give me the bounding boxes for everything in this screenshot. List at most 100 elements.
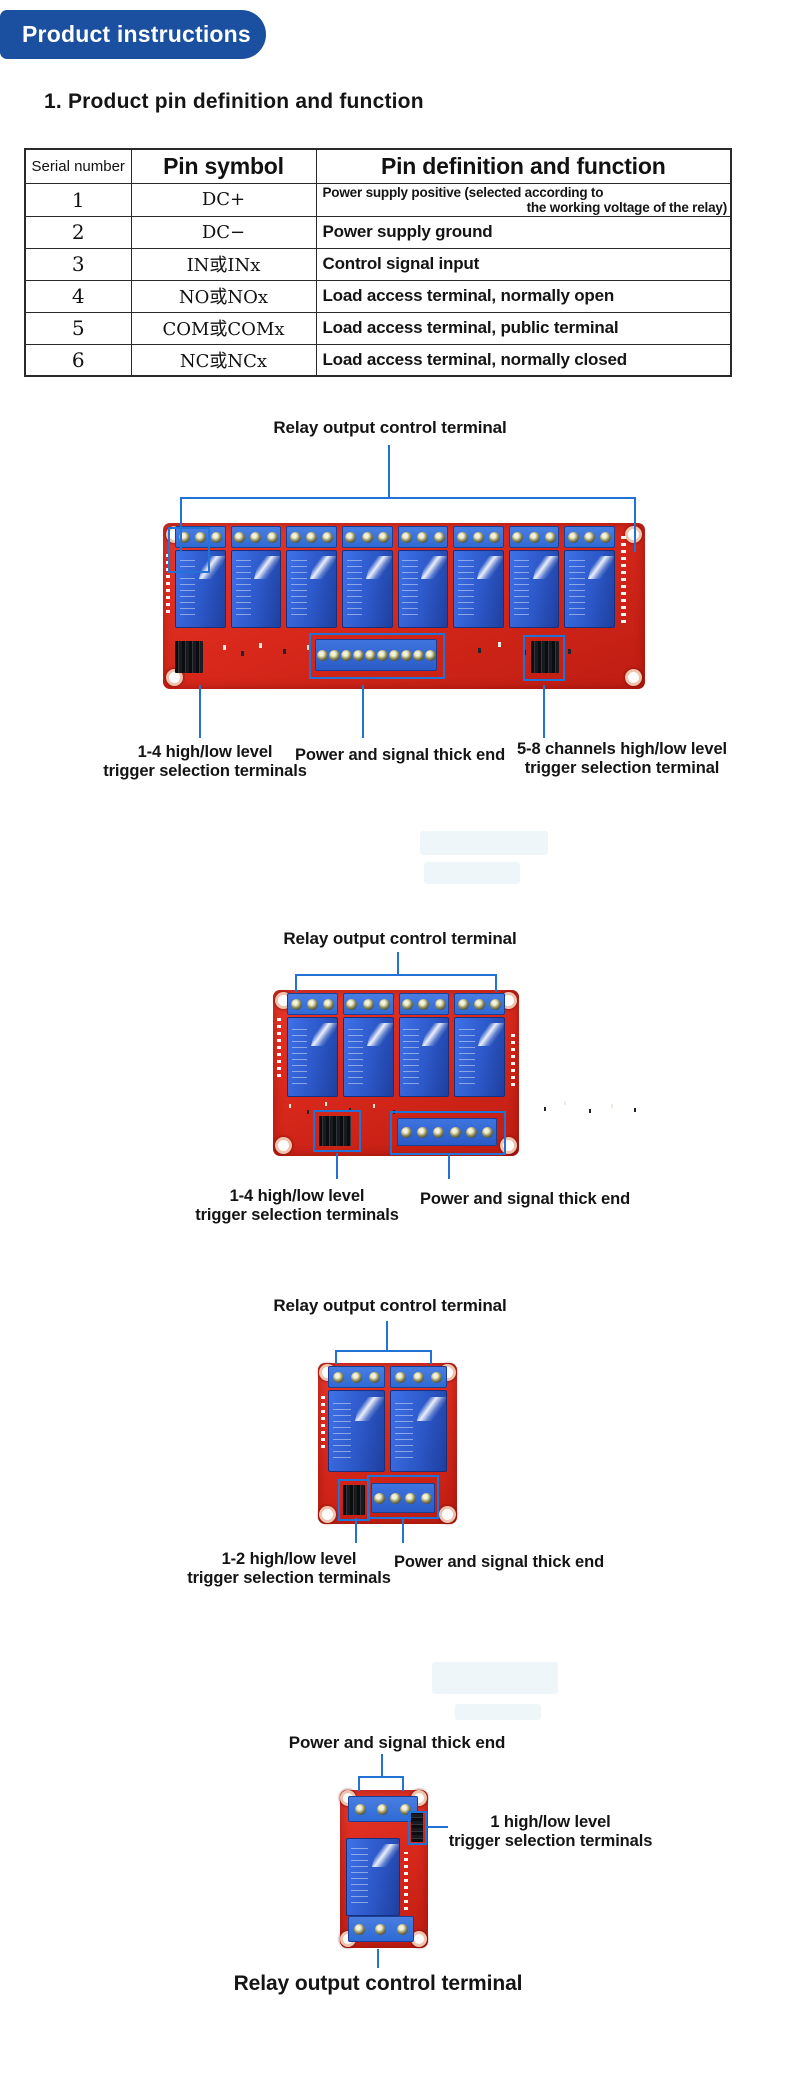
- mounting-hole: [414, 1793, 424, 1803]
- terminal-block: [342, 993, 394, 1015]
- callout-line: [397, 952, 399, 974]
- screw-terminal: [544, 531, 556, 543]
- screw-terminal: [378, 998, 390, 1010]
- screw-terminal: [489, 531, 501, 543]
- header-pin-definition: Pin definition and function: [315, 148, 732, 184]
- relay-row: [287, 993, 505, 1097]
- relay-body: [390, 1390, 447, 1472]
- screw-terminal: [528, 531, 540, 543]
- screw-terminal: [417, 531, 429, 543]
- relay-body: [453, 550, 504, 628]
- screw-terminal: [361, 531, 373, 543]
- screw-terminal: [433, 531, 445, 543]
- relay-body: [230, 550, 282, 628]
- terminal-block: [398, 993, 450, 1015]
- screw-terminal: [350, 1371, 362, 1383]
- terminal-block: [341, 526, 393, 548]
- screw-terminal: [412, 649, 424, 661]
- relay-unit: [564, 526, 615, 628]
- screw-terminal: [424, 649, 436, 661]
- screw-terminal: [211, 531, 222, 543]
- table-row: 4 NO或NOx Load access terminal, normally …: [24, 279, 732, 313]
- cell-symbol: DC+: [130, 182, 317, 217]
- screw-terminal: [474, 998, 486, 1010]
- cell-definition: Load access terminal, normally closed: [315, 343, 732, 377]
- terminal-block: [348, 1916, 414, 1942]
- screw-terminal: [306, 531, 318, 543]
- terminal-block: [390, 1366, 447, 1388]
- power-signal-terminal: [397, 1118, 497, 1146]
- callout-line: [448, 1153, 450, 1179]
- cell-symbol: DC−: [130, 215, 317, 249]
- screw-terminal: [323, 998, 335, 1010]
- relay-board-2ch: [318, 1363, 457, 1524]
- callout-line: [386, 1321, 388, 1350]
- jumper-block: [343, 1485, 365, 1515]
- screw-terminal: [456, 531, 468, 543]
- screw-terminal: [434, 998, 446, 1010]
- screw-terminal: [306, 998, 318, 1010]
- pcb-components: [223, 645, 226, 650]
- mounting-hole: [278, 1140, 289, 1151]
- screw-terminal: [354, 1923, 366, 1935]
- screw-terminal: [449, 1126, 461, 1138]
- screw-terminal: [290, 998, 302, 1010]
- callout-bracket: [358, 1776, 404, 1791]
- relay-body: [508, 550, 560, 628]
- mounting-hole: [442, 1367, 453, 1378]
- cell-serial: 6: [24, 343, 132, 377]
- screw-terminal: [394, 1371, 406, 1383]
- screw-terminal: [457, 998, 469, 1010]
- callout-box: [313, 1110, 361, 1152]
- screw-terminal: [412, 1371, 424, 1383]
- silkscreen-text: [277, 1015, 281, 1077]
- callout-box: [309, 633, 445, 679]
- page-title-banner: Product instructions: [0, 10, 266, 59]
- annotation-relay-output: Relay output control terminal: [233, 1972, 523, 1995]
- cell-definition: Power supply ground: [315, 215, 732, 249]
- module-2ch-figure: Relay output control terminal 1-2 high/l…: [0, 1290, 800, 1590]
- screw-terminal: [340, 649, 352, 661]
- relay-unit: [398, 993, 450, 1097]
- mounting-hole: [503, 1140, 514, 1151]
- screw-terminal: [332, 1371, 344, 1383]
- annotation-power-signal: Power and signal thick end: [419, 1190, 631, 1208]
- silkscreen-text: [511, 1030, 515, 1086]
- callout-line: [543, 685, 545, 738]
- relay-unit: [341, 526, 393, 628]
- terminal-block: [175, 526, 226, 548]
- pcb-components: [289, 1104, 291, 1108]
- annotation-trigger-1: 1 high/low level trigger selection termi…: [448, 1813, 653, 1851]
- mounting-hole: [322, 1509, 333, 1520]
- callout-box: [168, 527, 210, 573]
- module-8ch-figure: Relay output control terminal 1-4 high/l…: [0, 415, 800, 785]
- table-row: 5 COM或COMx Load access terminal, public …: [24, 311, 732, 345]
- annotation-relay-output: Relay output control terminal: [273, 1296, 507, 1315]
- screw-terminal: [178, 531, 190, 543]
- cell-definition: Power supply positive (selected accordin…: [315, 182, 732, 217]
- screw-terminal: [418, 998, 430, 1010]
- screw-terminal: [266, 531, 278, 543]
- screw-terminal: [364, 649, 376, 661]
- mounting-hole: [442, 1509, 453, 1520]
- screw-terminal: [400, 1126, 412, 1138]
- relay-body: [346, 1838, 400, 1916]
- screw-terminal: [388, 649, 400, 661]
- terminal-block: [454, 993, 505, 1015]
- watermark: [420, 831, 548, 855]
- relay-unit: [287, 993, 338, 1097]
- header-serial-number: Serial number: [24, 148, 132, 184]
- screw-terminal: [396, 1923, 408, 1935]
- terminal-block: [230, 526, 282, 548]
- table-row: 2 DC− Power supply ground: [24, 215, 732, 249]
- relay-body: [398, 1017, 450, 1097]
- callout-line: [381, 1754, 383, 1776]
- relay-body: [454, 1017, 505, 1097]
- screw-terminal: [369, 1371, 381, 1383]
- screw-terminal: [490, 998, 502, 1010]
- callout-line: [362, 685, 364, 738]
- relay-body: [341, 550, 393, 628]
- screw-terminal: [354, 1803, 366, 1815]
- screw-terminal: [194, 531, 206, 543]
- annotation-trigger-5-8: 5-8 channels high/low level trigger sele…: [516, 740, 728, 778]
